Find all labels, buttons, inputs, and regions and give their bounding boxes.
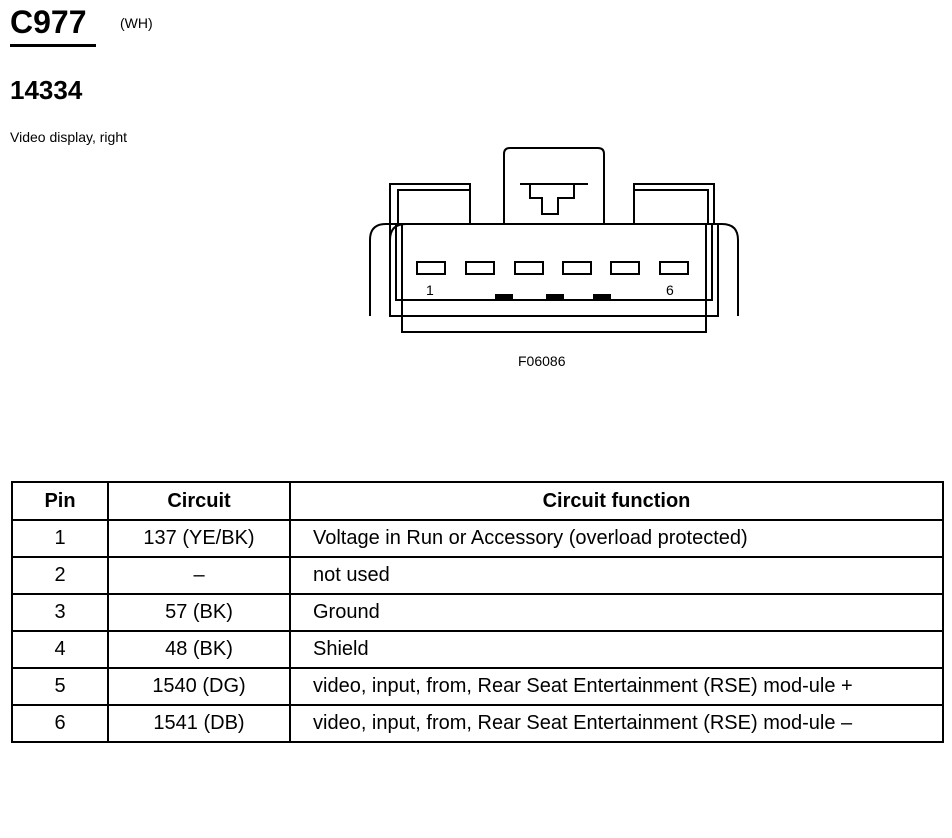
column-header-pin: Pin: [11, 481, 109, 521]
pin-label-last: 6: [666, 282, 674, 298]
connector-latch: [503, 147, 605, 224]
function-cell: Ground: [289, 593, 944, 632]
table-row: 6 1541 (DB) video, input, from, Rear Sea…: [11, 704, 944, 743]
pin-cell: 2: [11, 556, 109, 595]
function-cell: Voltage in Run or Accessory (overload pr…: [289, 519, 944, 558]
circuit-cell: –: [107, 556, 291, 595]
pin-cell: 5: [11, 667, 109, 706]
function-cell: not used: [289, 556, 944, 595]
table-header-row: Pin Circuit Circuit function: [11, 481, 944, 521]
connector-top-right-tab: [633, 183, 715, 224]
circuit-cell: 1541 (DB): [107, 704, 291, 743]
column-header-circuit-function: Circuit function: [289, 481, 944, 521]
connector-left-outer: [369, 223, 403, 316]
circuit-cell: 1540 (DG): [107, 667, 291, 706]
connector-key-bump-2: [546, 294, 564, 301]
pin-cell: 6: [11, 704, 109, 743]
connector-id-underline: [10, 44, 96, 47]
pin-cavity-5: [610, 261, 640, 275]
connector-top-left-tab-inner: [397, 189, 470, 224]
connector-color: (WH): [120, 15, 153, 31]
column-header-circuit: Circuit: [107, 481, 291, 521]
pin-cavity-1: [416, 261, 446, 275]
connector-key-bump-3: [593, 294, 611, 301]
circuit-cell: 137 (YE/BK): [107, 519, 291, 558]
pin-cell: 1: [11, 519, 109, 558]
pin-label-first: 1: [426, 282, 434, 298]
pin-cavity-6: [659, 261, 689, 275]
pin-cavity-3: [514, 261, 544, 275]
pin-cavity-4: [562, 261, 592, 275]
connector-left-shoulder: [389, 223, 407, 316]
part-number: 14334: [10, 75, 83, 105]
function-cell: video, input, from, Rear Seat Entertainm…: [289, 667, 944, 706]
connector-description: Video display, right: [10, 129, 127, 145]
connector-face-diagram: 1 6: [369, 147, 739, 333]
table-row: 4 48 (BK) Shield: [11, 630, 944, 669]
connector-top-left-tab: [389, 183, 471, 224]
pin-cavity-2: [465, 261, 495, 275]
function-cell: Shield: [289, 630, 944, 669]
table-row: 1 137 (YE/BK) Voltage in Run or Accessor…: [11, 519, 944, 558]
connector-body: [389, 223, 719, 317]
figure-code: F06086: [518, 353, 566, 369]
connector-base-plate: [401, 315, 707, 333]
table-row: 5 1540 (DG) video, input, from, Rear Sea…: [11, 667, 944, 706]
circuit-cell: 57 (BK): [107, 593, 291, 632]
function-cell: video, input, from, Rear Seat Entertainm…: [289, 704, 944, 743]
pin-cell: 4: [11, 630, 109, 669]
connector-top-right-tab-inner: [634, 189, 709, 224]
connector-id: C977: [10, 4, 87, 40]
connector-key-bump-1: [495, 294, 513, 301]
table-row: 3 57 (BK) Ground: [11, 593, 944, 632]
connector-right-outer: [705, 223, 739, 316]
pinout-table: Pin Circuit Circuit function 1 137 (YE/B…: [11, 481, 944, 743]
pin-cell: 3: [11, 593, 109, 632]
table-row: 2 – not used: [11, 556, 944, 595]
connector-latch-key: [529, 184, 575, 215]
circuit-cell: 48 (BK): [107, 630, 291, 669]
